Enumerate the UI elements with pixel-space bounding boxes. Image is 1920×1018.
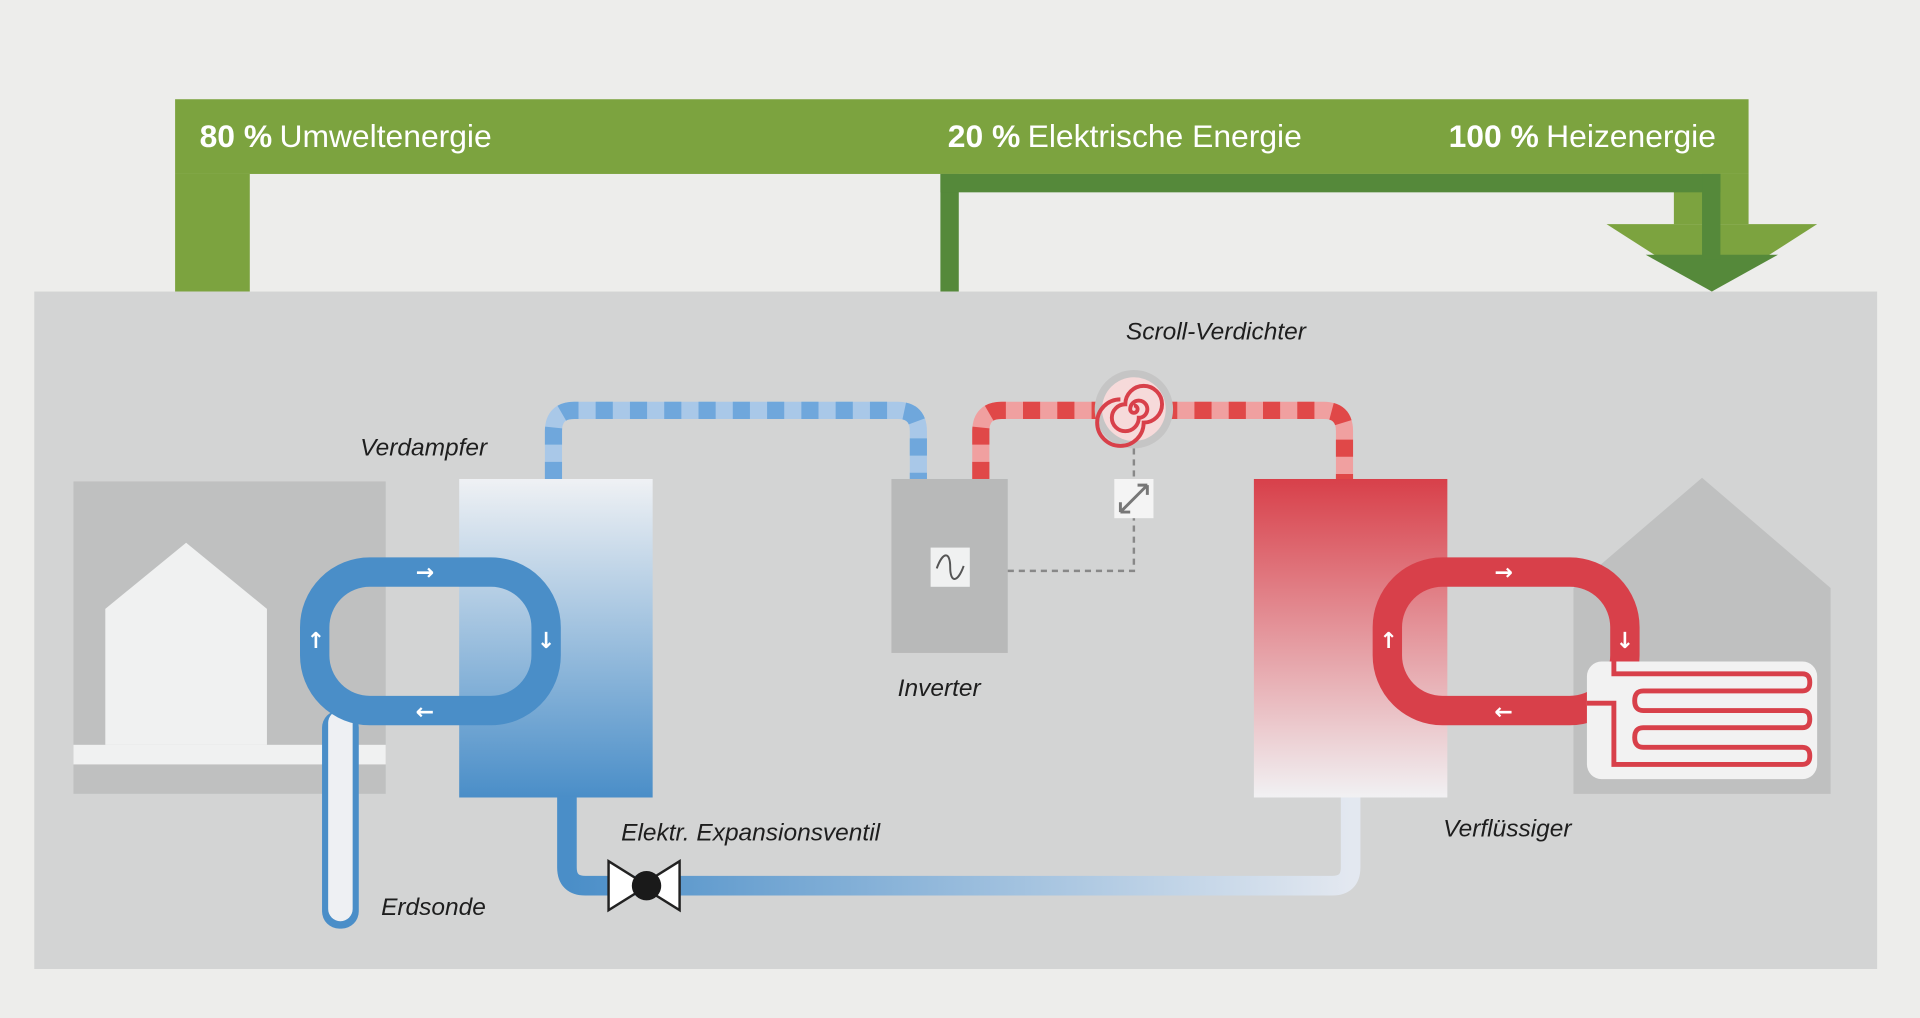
condenser-label: Verflüssiger [1443, 816, 1572, 843]
compressor-label: Scroll-Verdichter [1126, 318, 1307, 345]
svg-text:↑: ↑ [1379, 629, 1397, 654]
svg-text:←: ← [416, 700, 434, 725]
evaporator-label: Verdampfer [360, 435, 488, 462]
scroll-compressor-icon [1094, 369, 1174, 449]
svg-text:↑: ↑ [307, 629, 325, 654]
flow-arrows-red: → ← ↑ ↓ [1379, 560, 1634, 725]
heating-energy-label: 100 %Heizenergie [1449, 118, 1716, 154]
svg-text:↓: ↓ [537, 629, 555, 654]
speed-control-icon [1114, 478, 1154, 519]
ambient-energy-label: 80 %Umweltenergie [200, 118, 492, 154]
ground-probe [322, 710, 359, 929]
heating-loop [1372, 557, 1640, 726]
svg-text:↓: ↓ [1616, 629, 1634, 654]
ground-probe-label: Erdsonde [381, 894, 486, 921]
svg-text:→: → [416, 560, 434, 585]
energy-flow-arrows [175, 99, 1818, 292]
inverter-label: Inverter [898, 675, 982, 702]
ac-wave-icon [930, 547, 970, 587]
expansion-valve-label: Elektr. Expansionsventil [621, 819, 881, 846]
condenser [1253, 478, 1448, 798]
svg-text:←: ← [1494, 700, 1512, 725]
flow-arrows-blue: → ← ↑ ↓ [307, 560, 556, 725]
control-line [1007, 448, 1136, 573]
electric-energy-label: 20 %Elektrische Energie [948, 118, 1302, 154]
floor-heating-icon [1586, 661, 1818, 780]
svg-text:→: → [1494, 560, 1512, 585]
brine-loop [300, 557, 561, 726]
liquid-pipe [557, 797, 1361, 896]
expansion-valve-icon [607, 858, 681, 913]
